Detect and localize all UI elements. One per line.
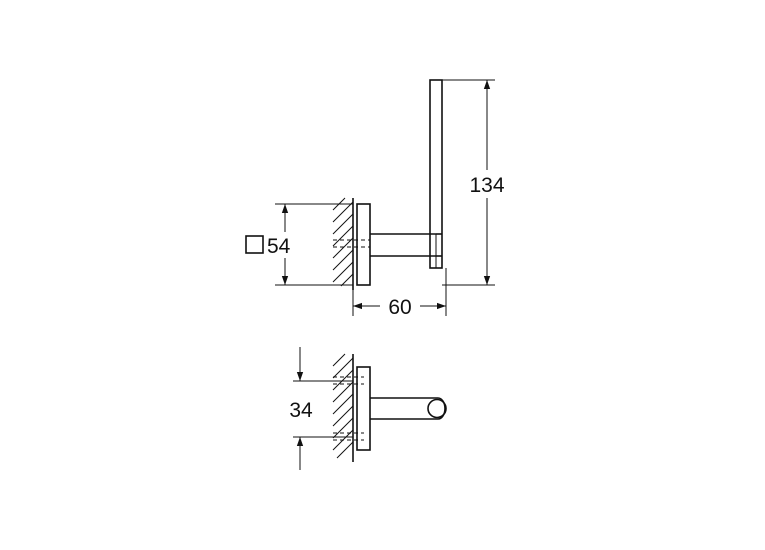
dimension-spacing: 34 [289,347,353,470]
wall-hatch-bottom [332,353,354,459]
height-label: 134 [469,174,504,197]
dimension-square: 54 [245,203,353,286]
square-outline-icon [245,235,264,254]
projection-label: 60 [388,296,411,319]
square-label: 54 [267,235,291,258]
front-view [332,79,443,290]
spacing-label: 34 [289,399,313,422]
base-plate-bottom [356,366,371,451]
base-plate-top [356,203,371,286]
post-section [427,398,447,419]
dimension-projection: 60 [352,268,447,319]
wall-hatch-top [332,197,354,287]
dimension-height: 134 [442,79,505,286]
side-view [332,353,447,462]
arm-end-cap [437,397,446,420]
